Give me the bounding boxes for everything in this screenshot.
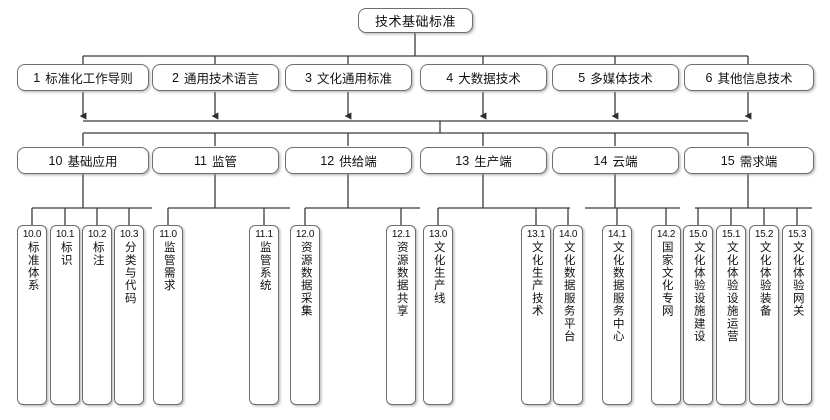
level1-node-4[interactable]: 4 大数据技术	[420, 64, 547, 91]
level2-node-15[interactable]: 15 需求端	[684, 147, 814, 174]
level1-node-6[interactable]: 6 其他信息技术	[684, 64, 814, 91]
leaf-node-10-2-label: 标注	[91, 241, 104, 267]
level1-node-4-label: 大数据技术	[458, 72, 521, 86]
leaf-node-12-0-number: 12.0	[295, 229, 315, 240]
leaf-node-15-0[interactable]: 15.0 文化体验设施建设	[683, 225, 713, 405]
level2-node-12[interactable]: 12 供给端	[285, 147, 412, 174]
level2-node-13-number: 13	[455, 153, 470, 168]
leaf-node-10-1[interactable]: 10.1 标识	[50, 225, 80, 405]
leaf-node-10-1-label: 标识	[59, 241, 72, 267]
level1-node-1-number: 1	[33, 70, 41, 85]
leaf-node-14-2[interactable]: 14.2 国家文化专网	[651, 225, 681, 405]
leaf-node-11-0[interactable]: 11.0 监管需求	[153, 225, 183, 405]
leaf-node-15-0-number: 15.0	[688, 229, 708, 240]
level2-node-10[interactable]: 10 基础应用	[17, 147, 149, 174]
leaf-node-13-0-number: 13.0	[428, 229, 448, 240]
level2-node-10-number: 10	[48, 153, 63, 168]
level1-node-2-number: 2	[172, 70, 179, 85]
level2-node-11-number: 11	[194, 153, 207, 168]
leaf-node-14-0-number: 14.0	[558, 229, 578, 240]
level1-node-1-label: 标准化工作导则	[45, 72, 133, 86]
leaf-node-10-3-number: 10.3	[119, 229, 139, 240]
leaf-node-14-0[interactable]: 14.0 文化数据服务平台	[553, 225, 583, 405]
leaf-node-15-2[interactable]: 15.2 文化体验装备	[749, 225, 779, 405]
level1-node-2[interactable]: 2 通用技术语言	[152, 64, 279, 91]
level1-node-6-number: 6	[705, 70, 713, 85]
root-label: 技术基础标准	[374, 14, 456, 29]
leaf-node-15-3-label: 文化体验网关	[791, 241, 804, 318]
leaf-node-15-0-label: 文化体验设施建设	[692, 241, 705, 343]
level1-node-3-number: 3	[305, 70, 312, 85]
leaf-node-15-2-number: 15.2	[754, 229, 774, 240]
leaf-node-14-1[interactable]: 14.1 文化数据服务中心	[602, 225, 632, 405]
level2-node-13[interactable]: 13 生产端	[420, 147, 547, 174]
leaf-node-10-0[interactable]: 10.0 标准体系	[17, 225, 47, 405]
level2-node-11-label: 监管	[211, 155, 237, 169]
leaf-node-13-1[interactable]: 13.1 文化生产技术	[521, 225, 551, 405]
level1-node-3[interactable]: 3 文化通用标准	[285, 64, 412, 91]
leaf-node-14-1-number: 14.1	[607, 229, 627, 240]
leaf-node-10-0-label: 标准体系	[26, 241, 39, 292]
leaf-node-12-0-label: 资源数据采集	[299, 241, 312, 318]
leaf-node-15-2-label: 文化体验装备	[758, 241, 771, 318]
level2-node-13-label: 生产端	[474, 155, 512, 169]
level1-node-1[interactable]: 1 标准化工作导则	[17, 64, 149, 91]
leaf-node-12-1-label: 资源数据共享	[395, 241, 408, 318]
leaf-node-10-3-label: 分类与代码	[123, 241, 136, 305]
level1-node-5[interactable]: 5 多媒体技术	[552, 64, 679, 91]
level1-node-5-label: 多媒体技术	[590, 72, 653, 86]
level1-node-4-number: 4	[446, 70, 454, 85]
leaf-node-14-0-label: 文化数据服务平台	[562, 241, 575, 343]
leaf-node-10-2[interactable]: 10.2 标注	[82, 225, 112, 405]
level1-node-3-label: 文化通用标准	[316, 72, 392, 86]
leaf-node-15-3[interactable]: 15.3 文化体验网关	[782, 225, 812, 405]
leaf-node-15-1[interactable]: 15.1 文化体验设施运营	[716, 225, 746, 405]
leaf-node-10-0-number: 10.0	[22, 229, 42, 240]
leaf-node-10-2-number: 10.2	[87, 229, 107, 240]
leaf-node-14-2-label: 国家文化专网	[660, 241, 673, 318]
level2-node-15-number: 15	[720, 153, 735, 168]
leaf-node-13-0[interactable]: 13.0 文化生产线	[423, 225, 453, 405]
leaf-node-14-2-number: 14.2	[656, 229, 676, 240]
level2-node-15-label: 需求端	[739, 155, 778, 169]
leaf-node-11-0-label: 监管需求	[162, 241, 175, 292]
leaf-node-15-3-number: 15.3	[787, 229, 807, 240]
leaf-node-12-1-number: 12.1	[391, 229, 411, 240]
level2-node-14[interactable]: 14 云端	[552, 147, 679, 174]
leaf-node-11-1-label: 监管系统	[258, 241, 271, 292]
leaf-node-15-1-number: 15.1	[721, 229, 741, 240]
leaf-node-10-1-number: 10.1	[55, 229, 75, 240]
leaf-node-15-1-label: 文化体验设施运营	[725, 241, 738, 343]
leaf-node-12-0[interactable]: 12.0 资源数据采集	[290, 225, 320, 405]
root-node[interactable]: 技术基础标准	[358, 8, 473, 33]
leaf-node-11-0-number: 11.0	[159, 229, 177, 240]
level1-node-6-label: 其他信息技术	[717, 72, 793, 86]
level1-node-2-label: 通用技术语言	[183, 72, 259, 86]
leaf-node-14-1-label: 文化数据服务中心	[611, 241, 624, 343]
leaf-node-12-1[interactable]: 12.1 资源数据共享	[386, 225, 416, 405]
leaf-node-10-3[interactable]: 10.3 分类与代码	[114, 225, 144, 405]
leaf-node-11-1[interactable]: 11.1 监管系统	[249, 225, 279, 405]
leaf-node-13-1-number: 13.1	[526, 229, 546, 240]
level2-node-14-label: 云端	[612, 155, 638, 169]
level1-node-5-number: 5	[578, 70, 586, 85]
level2-node-11[interactable]: 11 监管	[152, 147, 279, 174]
level2-node-14-number: 14	[593, 153, 608, 168]
leaf-node-13-1-label: 文化生产技术	[530, 241, 543, 318]
level2-node-10-label: 基础应用	[67, 155, 118, 169]
level2-node-12-label: 供给端	[339, 155, 377, 169]
level2-node-12-number: 12	[320, 153, 335, 168]
leaf-node-11-1-number: 11.1	[255, 229, 273, 240]
leaf-node-13-0-label: 文化生产线	[432, 241, 445, 305]
